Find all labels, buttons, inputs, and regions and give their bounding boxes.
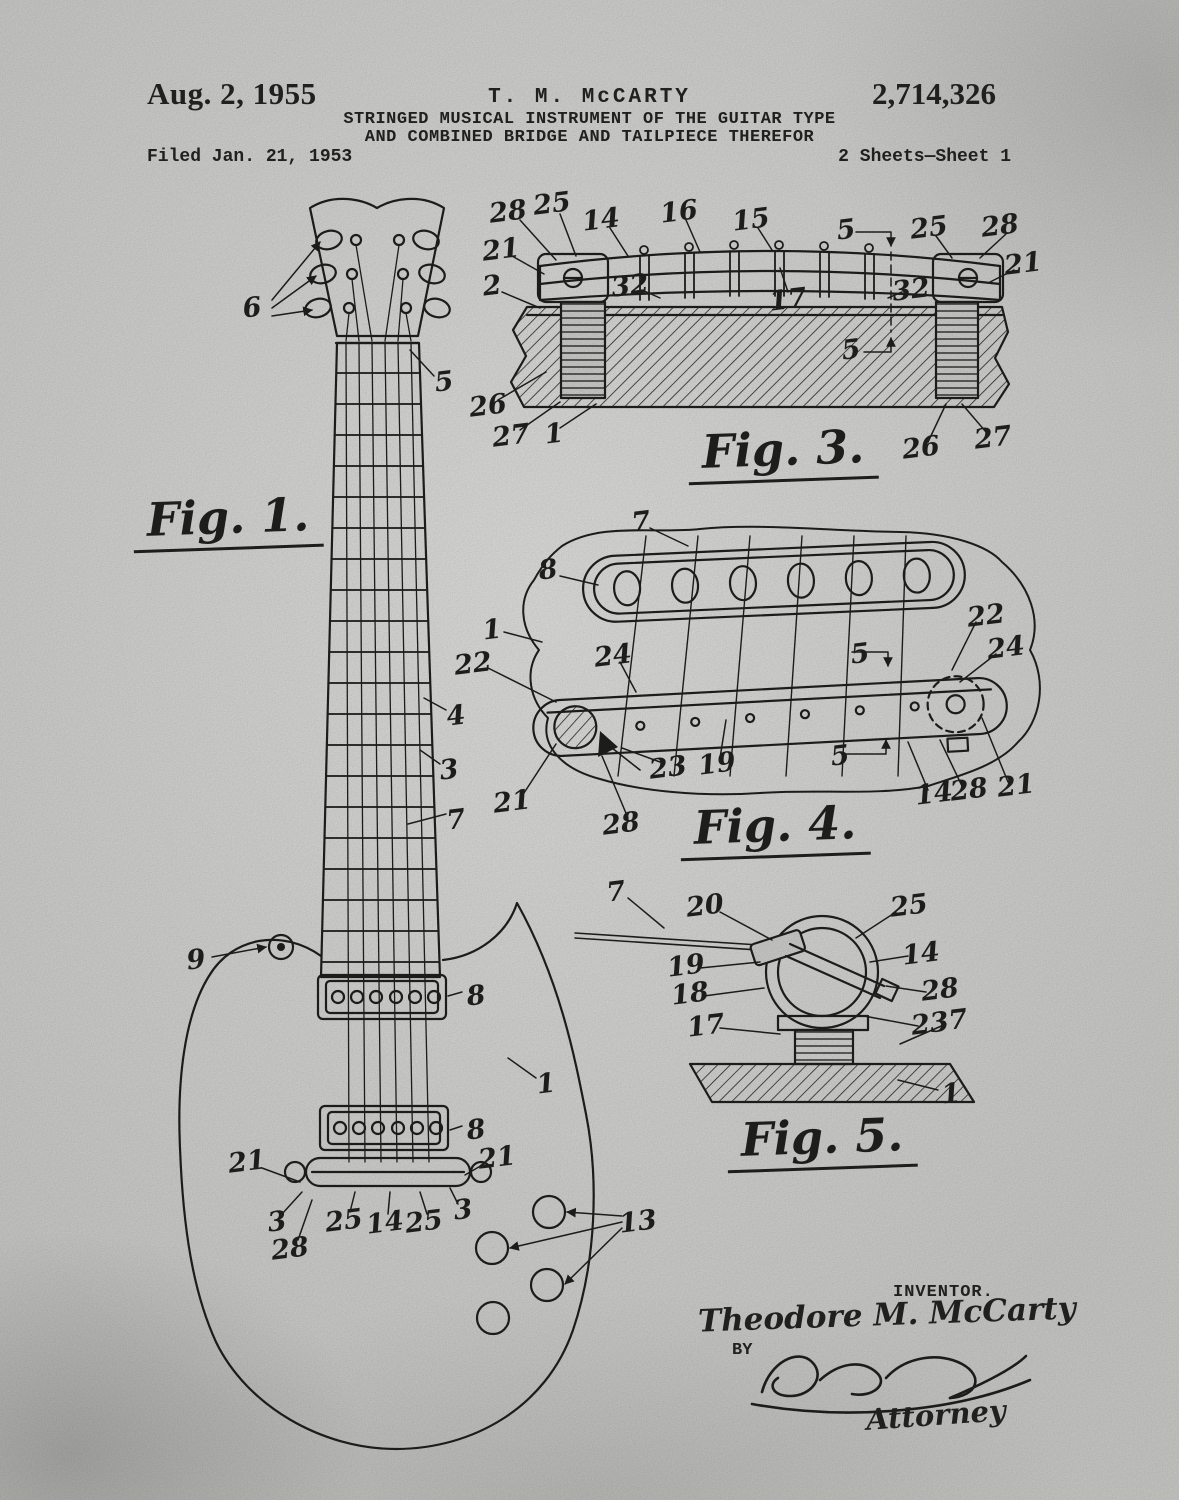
ref-numeral-14: 14 bbox=[364, 1205, 406, 1241]
ref-numeral-14: 14 bbox=[580, 202, 622, 238]
ref-numeral-22: 22 bbox=[965, 598, 1007, 634]
patent-number: 2,714,326 bbox=[872, 76, 996, 111]
ref-numeral-1: 1 bbox=[542, 417, 566, 451]
patent-author: T. M. McCARTY bbox=[488, 86, 691, 109]
ref-numeral-7: 7 bbox=[444, 803, 468, 837]
ref-numeral-32: 32 bbox=[890, 272, 932, 308]
ref-numeral-21: 21 bbox=[480, 232, 522, 268]
ref-numeral-17: 17 bbox=[767, 282, 809, 318]
ref-numeral-5: 5 bbox=[828, 739, 852, 773]
ref-numeral-5: 5 bbox=[839, 333, 863, 367]
ref-numeral-21: 21 bbox=[491, 784, 533, 820]
ref-numeral-9: 9 bbox=[184, 943, 208, 977]
ref-numeral-21: 21 bbox=[226, 1144, 268, 1180]
figure-caption-fig4: Fig. 4. bbox=[678, 794, 872, 862]
ref-numeral-13: 13 bbox=[617, 1204, 659, 1240]
ref-numeral-24: 24 bbox=[592, 638, 634, 674]
ref-numeral-27: 27 bbox=[972, 420, 1014, 456]
ref-numeral-2: 2 bbox=[480, 269, 504, 303]
ref-numeral-1: 1 bbox=[534, 1067, 558, 1101]
ref-numeral-28: 28 bbox=[979, 208, 1021, 244]
patent-date: Aug. 2, 1955 bbox=[147, 76, 317, 111]
ref-numeral-22: 22 bbox=[452, 646, 494, 682]
ref-numeral-28: 28 bbox=[948, 772, 990, 808]
ref-numeral-23: 23 bbox=[647, 750, 689, 786]
ref-numeral-7: 7 bbox=[946, 1003, 970, 1037]
ref-numeral-16: 16 bbox=[658, 194, 700, 230]
ref-numeral-25: 25 bbox=[323, 1203, 365, 1239]
ref-numeral-28: 28 bbox=[487, 194, 529, 230]
ref-numeral-21: 21 bbox=[995, 768, 1037, 804]
ref-numeral-7: 7 bbox=[604, 875, 628, 909]
ref-numeral-28: 28 bbox=[269, 1231, 311, 1267]
ref-numeral-21: 21 bbox=[476, 1140, 518, 1176]
ref-numeral-25: 25 bbox=[908, 210, 950, 246]
ref-numeral-32: 32 bbox=[609, 268, 651, 304]
ref-numeral-20: 20 bbox=[684, 888, 726, 924]
ref-numeral-19: 19 bbox=[696, 746, 738, 782]
ref-numeral-28: 28 bbox=[600, 806, 642, 842]
ref-numeral-8: 8 bbox=[536, 553, 560, 587]
ref-numeral-23: 23 bbox=[909, 1006, 951, 1042]
ref-numeral-14: 14 bbox=[900, 936, 942, 972]
patent-filed-date: Filed Jan. 21, 1953 bbox=[147, 147, 353, 167]
ref-numeral-17: 17 bbox=[685, 1008, 727, 1044]
ref-numeral-1: 1 bbox=[939, 1077, 963, 1111]
ref-numeral-3: 3 bbox=[451, 1193, 475, 1227]
ref-numeral-25: 25 bbox=[531, 186, 573, 222]
ref-numeral-6: 6 bbox=[240, 291, 264, 325]
ref-numeral-5: 5 bbox=[432, 365, 456, 399]
patent-sheet-count: 2 Sheets—Sheet 1 bbox=[838, 147, 1011, 167]
figure-caption-fig3: Fig. 3. bbox=[686, 418, 880, 486]
figure-caption-fig5: Fig. 5. bbox=[725, 1106, 919, 1174]
ref-numeral-26: 26 bbox=[900, 430, 942, 466]
patent-title-line1: STRINGED MUSICAL INSTRUMENT OF THE GUITA… bbox=[343, 110, 836, 129]
ref-numeral-15: 15 bbox=[730, 202, 772, 238]
ref-numeral-8: 8 bbox=[464, 979, 488, 1013]
ref-numeral-24: 24 bbox=[985, 630, 1027, 666]
ref-numeral-18: 18 bbox=[669, 976, 711, 1012]
ref-numeral-28: 28 bbox=[919, 972, 961, 1008]
by-label: BY bbox=[732, 1341, 753, 1360]
ref-numeral-27: 27 bbox=[490, 418, 532, 454]
figure-caption-fig1: Fig. 1. bbox=[131, 486, 325, 554]
ref-numeral-7: 7 bbox=[629, 505, 653, 539]
ref-numeral-5: 5 bbox=[848, 637, 872, 671]
ref-numeral-25: 25 bbox=[403, 1204, 445, 1240]
ref-numeral-3: 3 bbox=[437, 753, 461, 787]
ref-numeral-8: 8 bbox=[464, 1113, 488, 1147]
ref-numeral-25: 25 bbox=[888, 888, 930, 924]
patent-title-line2: AND COMBINED BRIDGE AND TAILPIECE THEREF… bbox=[364, 128, 815, 147]
inventor-caption: INVENTOR. bbox=[893, 1283, 994, 1302]
ref-numeral-21: 21 bbox=[1002, 246, 1044, 282]
ref-numeral-26: 26 bbox=[467, 388, 509, 424]
ref-numeral-4: 4 bbox=[444, 699, 468, 733]
ref-numeral-1: 1 bbox=[480, 613, 504, 647]
ref-numeral-5: 5 bbox=[834, 213, 858, 247]
